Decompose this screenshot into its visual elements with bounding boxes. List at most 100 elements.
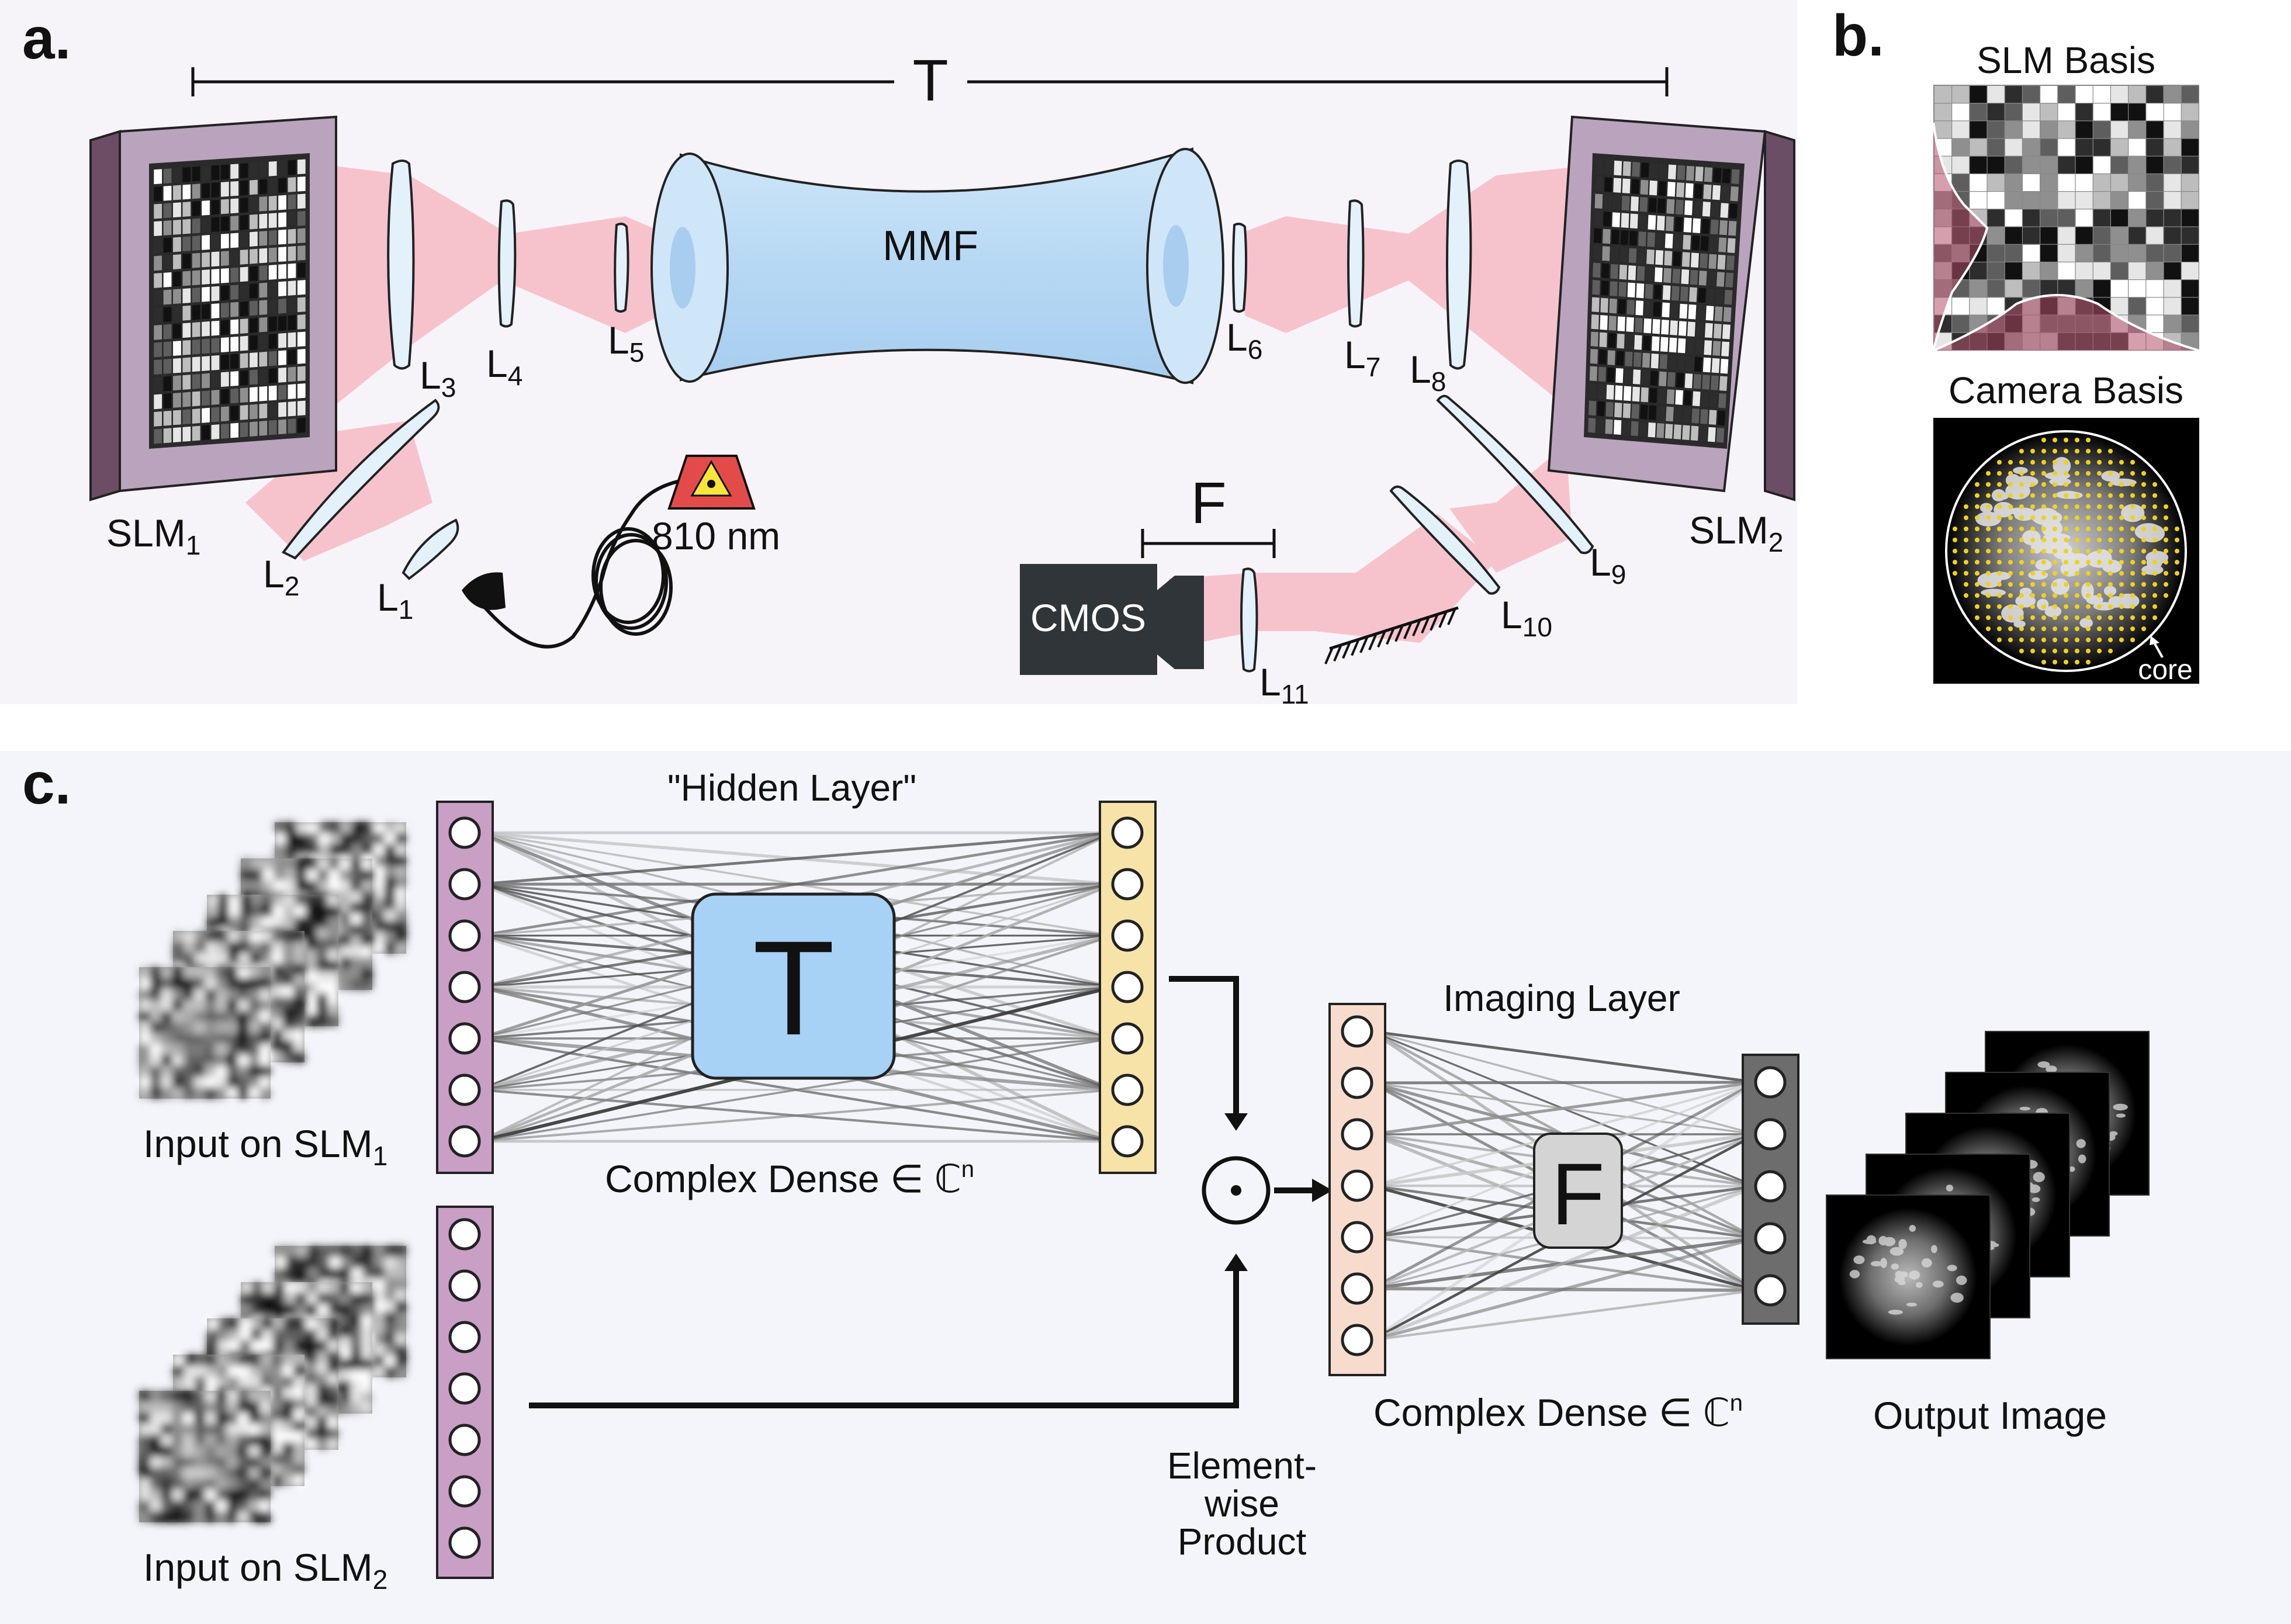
sample-point (2064, 527, 2068, 531)
slm-basis-title: SLM Basis (1977, 39, 2155, 81)
slm-pixel (240, 301, 248, 317)
panel-b: b. SLM Basis Camera Basis core (1832, 3, 2200, 685)
slm-pixel (1626, 317, 1634, 333)
slm-pixel (1693, 373, 1702, 389)
slm-pixel (1603, 228, 1611, 244)
neuron-node (1754, 1222, 1787, 1255)
element-wise-product-symbol (1202, 1156, 1271, 1225)
slm-pixel (288, 194, 296, 210)
slm-pixel (163, 272, 172, 288)
slm-pixel (163, 428, 172, 444)
sample-point (2130, 604, 2135, 609)
slm-pixel (211, 165, 220, 181)
sample-point (2030, 504, 2035, 509)
sample-point (2041, 471, 2046, 476)
basis-pixel (2181, 315, 2199, 333)
mirror-hatch (1412, 619, 1421, 636)
sample-point (1964, 571, 1968, 576)
slm-pixel (1708, 410, 1717, 425)
sample-point (2041, 560, 2046, 565)
slm-pixel (154, 238, 162, 254)
sample-point (1975, 515, 1979, 520)
slm1-label: SLM1 (106, 511, 200, 560)
slm-pixel (1604, 194, 1612, 210)
slm-pixel (278, 316, 286, 331)
slm-pixel (1691, 408, 1700, 424)
sample-point (2019, 504, 2024, 509)
sample-point (1986, 560, 1991, 565)
slm-pixel (259, 248, 268, 264)
slm-pixel (1656, 215, 1665, 231)
slm-pixel (1712, 341, 1721, 356)
sample-point (2008, 638, 2013, 642)
slm-pixel (1593, 262, 1601, 278)
sample-point (2019, 493, 2024, 498)
slm-pixel (288, 281, 296, 296)
speckle-grain (2078, 1154, 2086, 1164)
slm-pixel (173, 271, 181, 287)
slm-pixel (211, 424, 220, 440)
speckle-grain (2068, 1166, 2075, 1172)
basis-pixel (2164, 156, 2181, 174)
basis-pixel (2146, 103, 2164, 121)
slm-pixel (1685, 183, 1694, 198)
mirror-hatch (1377, 630, 1386, 648)
slm-pixel (182, 357, 191, 373)
basis-pixel (1934, 86, 1951, 103)
sample-point (2041, 493, 2046, 498)
laser-source: 810 nm (462, 455, 780, 649)
slm-pixel (230, 285, 239, 300)
slm-pixel (1659, 354, 1668, 369)
speckle-grain (2076, 1139, 2086, 1148)
slm-pixel (1728, 220, 1737, 236)
basis-pixel (2111, 174, 2128, 191)
sample-point (2064, 604, 2068, 609)
arrow-hidden-to-product (1169, 976, 1239, 1113)
basis-pixel (1987, 244, 2005, 262)
speckle-grain (1880, 1258, 1887, 1268)
basis-pixel (2005, 121, 2022, 138)
slm-pixel (240, 353, 248, 369)
sample-point (2053, 538, 2057, 542)
basis-pixel (1987, 103, 2005, 121)
complex-dense-label-1: Complex Dense ∈ ℂn (605, 1156, 974, 1200)
slm-pixel (288, 228, 296, 244)
beam-fold-right (1449, 444, 1572, 573)
sample-point (2075, 471, 2079, 476)
sample-point (1975, 549, 1979, 553)
basis-pixel (2129, 86, 2146, 103)
speckle-grain (1870, 1261, 1882, 1267)
basis-pixel (2075, 138, 2093, 156)
neuron-node (1341, 1272, 1373, 1305)
speckle-grain (2001, 604, 2024, 623)
slm-pixel (1717, 410, 1726, 426)
slm-pixel (1690, 252, 1700, 268)
weight-connection (1371, 1237, 1757, 1342)
sample-point (2053, 549, 2057, 553)
basis-pixel (2164, 174, 2181, 191)
slm-pixel (297, 193, 306, 209)
basis-pixel (2111, 121, 2128, 138)
speckle-grain (1891, 1263, 1899, 1270)
neuron-node (1341, 1015, 1373, 1048)
slm-pixel (1673, 251, 1681, 266)
slm-pixel (1694, 356, 1702, 372)
sample-point (1986, 549, 1991, 553)
sample-point (2164, 538, 2168, 542)
basis-pixel (2005, 209, 2022, 227)
sample-point (1997, 638, 2002, 642)
slm-pixel (1671, 286, 1680, 301)
sample-point (2075, 638, 2079, 642)
sample-point (2141, 593, 2146, 598)
slm-pixel (268, 264, 277, 280)
sample-point (2030, 515, 2035, 520)
slm-pixel (1649, 180, 1657, 196)
output-image-stack (1826, 1031, 2150, 1359)
sample-point (2075, 660, 2079, 664)
slm-pixel (1649, 387, 1657, 403)
slm-pixel (1731, 169, 1740, 185)
basis-pixel (1934, 121, 1951, 138)
sample-point (2019, 527, 2024, 531)
slm-pixel (1686, 165, 1695, 181)
lens-l5 (614, 223, 629, 313)
